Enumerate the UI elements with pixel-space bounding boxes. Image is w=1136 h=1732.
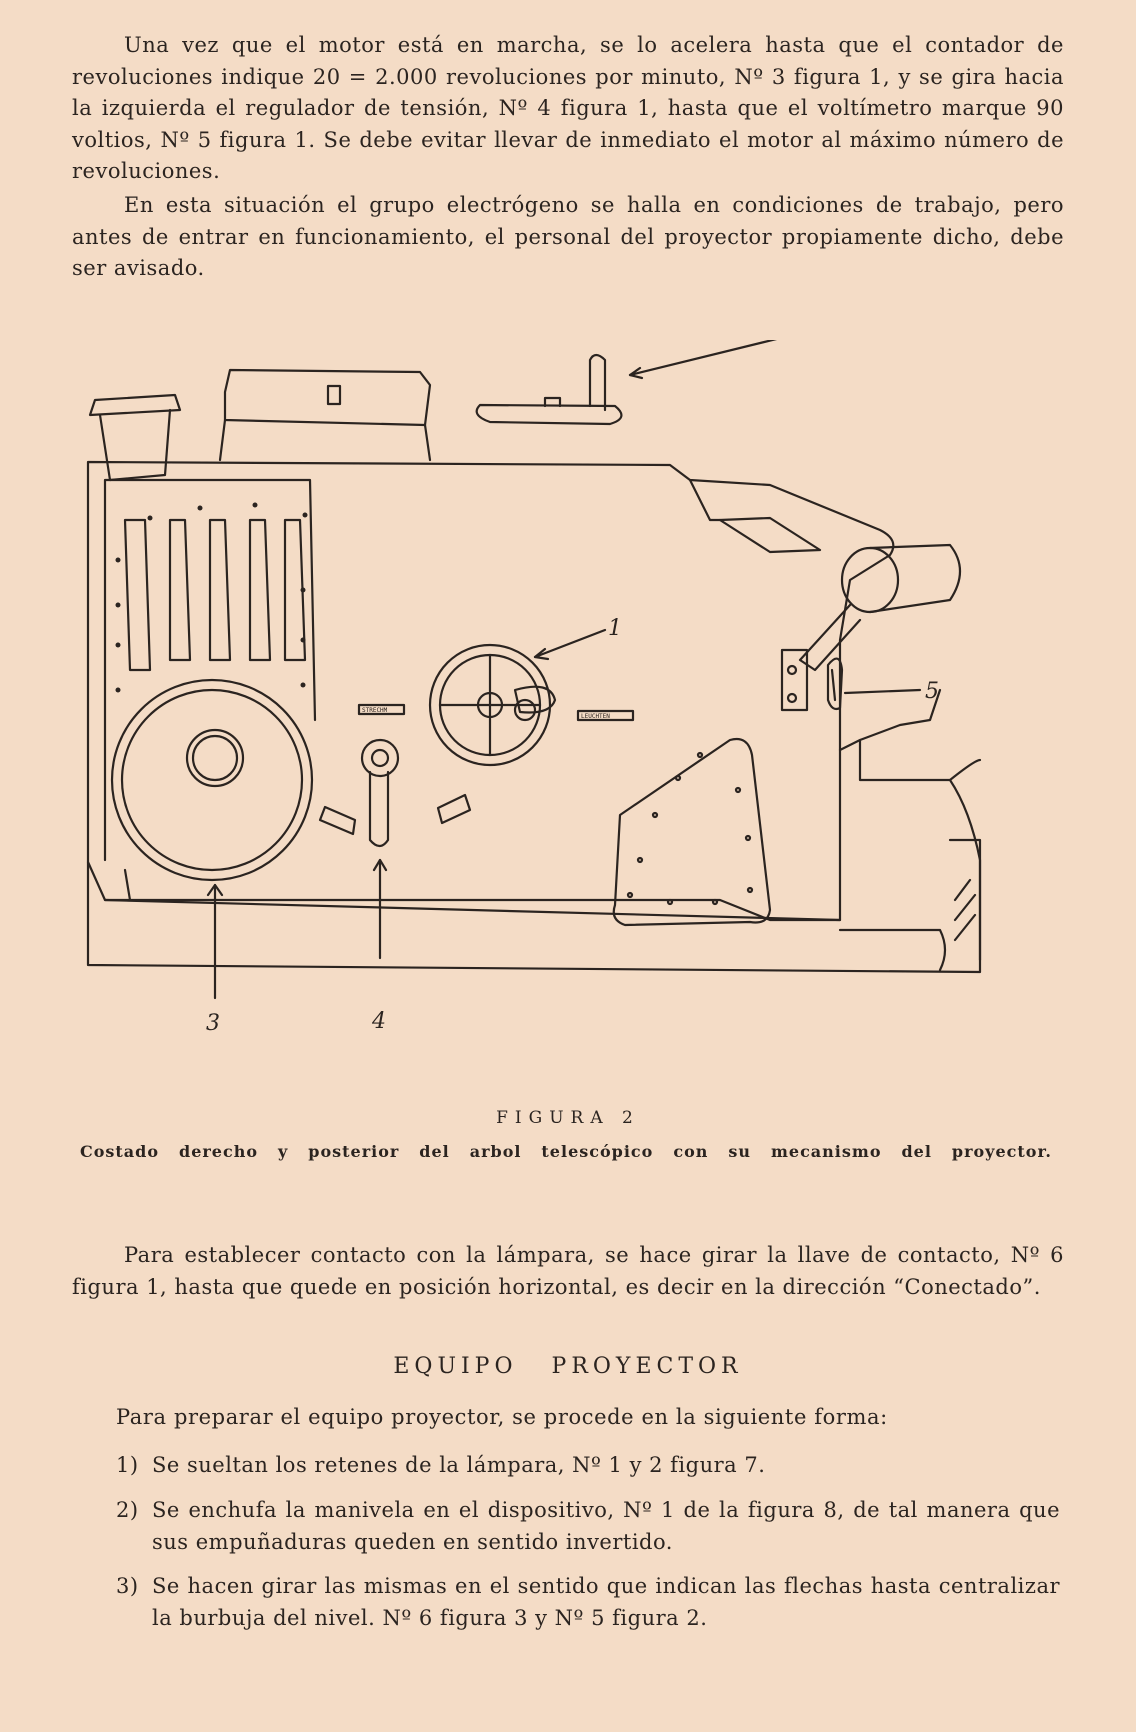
level-bracket [780, 648, 844, 712]
callout-3-label: 3 [206, 1011, 220, 1036]
list-item-number: 3) [116, 1574, 139, 1598]
callout-1-leader [533, 628, 607, 659]
callout-5-label: 5 [925, 679, 939, 704]
paragraph-lamp-contact-text: Para establecer contacto con la lámpara,… [72, 1243, 1064, 1299]
callout-5-leader [843, 688, 922, 695]
exhaust-stack [88, 393, 182, 482]
list-item-number: 1) [116, 1453, 139, 1477]
flywheel [110, 678, 314, 882]
figure-2-drawing: STRECHM LEUCHTEN [86, 340, 982, 1036]
section-intro: Para preparar el equipo proyector, se pr… [116, 1405, 888, 1429]
list-item-text: Se hacen girar las mismas en el sentido … [152, 1574, 1060, 1630]
callout-1-label: 1 [608, 616, 622, 641]
paragraph-generator-ready: En esta situación el grupo electrógeno s… [72, 190, 1064, 285]
callout-3-arrowhead [206, 883, 224, 897]
triangular-panel [612, 737, 772, 927]
list-item: 1) Se sueltan los retenes de la lámpara,… [116, 1450, 1060, 1482]
list-item-number: 2) [116, 1498, 139, 1522]
center-handwheel [428, 643, 557, 767]
upper-right-slot [688, 478, 822, 554]
list-item-text: Se enchufa la manivela en el dispositivo… [152, 1498, 1060, 1554]
callout-2-arrowhead [628, 366, 644, 380]
list-item: 3) Se hacen girar las mismas en el senti… [116, 1571, 1060, 1634]
section-heading: EQUIPO PROYECTOR [393, 1354, 743, 1379]
figure-title: FIGURA 2 [496, 1108, 640, 1128]
svg-text:LEUCHTEN: LEUCHTEN [581, 713, 610, 720]
tension-lever: STRECHM LEUCHTEN [318, 703, 635, 848]
paragraph-lamp-contact: Para establecer contacto con la lámpara,… [72, 1240, 1064, 1303]
top-handwheel [475, 353, 623, 426]
callout-2-leader [628, 340, 778, 377]
paragraph-generator-ready-text: En esta situación el grupo electrógeno s… [72, 193, 1064, 280]
paragraph-engine-start-text: Una vez que el motor está en marcha, se … [72, 33, 1064, 183]
list-item: 2) Se enchufa la manivela en el disposit… [116, 1495, 1060, 1558]
top-housing [218, 368, 432, 462]
grill-rivets [115, 502, 308, 693]
callout-1-arrowhead [533, 647, 550, 661]
svg-text:STRECHM: STRECHM [362, 707, 388, 714]
paragraph-engine-start: Una vez que el motor está en marcha, se … [72, 30, 1064, 188]
figure-caption: Costado derecho y posterior del arbol te… [80, 1142, 1052, 1161]
list-item-text: Se sueltan los retenes de la lámpara, Nº… [152, 1453, 766, 1477]
right-cylinder [798, 543, 962, 672]
callout-4-label: 4 [371, 1009, 386, 1034]
callout-4-arrowhead [372, 858, 388, 872]
radiator-grill [103, 478, 317, 862]
